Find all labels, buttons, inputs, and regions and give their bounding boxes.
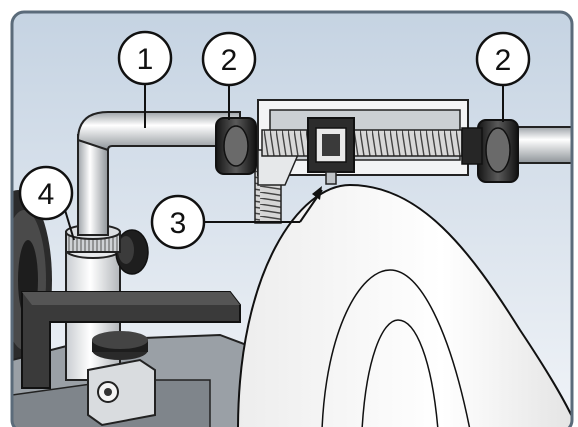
- callout-1-label: 1: [137, 43, 154, 76]
- stop-screw-arrow-icon: [312, 186, 322, 200]
- stop-screw-icon: [307, 117, 355, 185]
- callout-3-label: 3: [170, 207, 187, 240]
- callout-4-label: 4: [38, 178, 55, 211]
- threaded-rod: [261, 129, 463, 157]
- side-knob: [115, 229, 149, 275]
- callout-4: 4: [18, 165, 74, 221]
- black-arm: [21, 291, 241, 389]
- frame-border: [10, 10, 574, 427]
- locking-collar-icon: [215, 117, 257, 175]
- callout-1: 1: [117, 30, 173, 86]
- callout-2-left: 2: [201, 31, 257, 87]
- grinding-wheel: [236, 183, 572, 427]
- callout-3: 3: [150, 194, 206, 250]
- callout-2-right: 2: [475, 31, 531, 87]
- base-knob: [92, 331, 148, 360]
- callout-2-left-label: 2: [221, 44, 238, 77]
- callout-2-right-label: 2: [495, 44, 512, 77]
- clamp-block: [87, 358, 156, 427]
- locking-collar-icon: [461, 119, 519, 183]
